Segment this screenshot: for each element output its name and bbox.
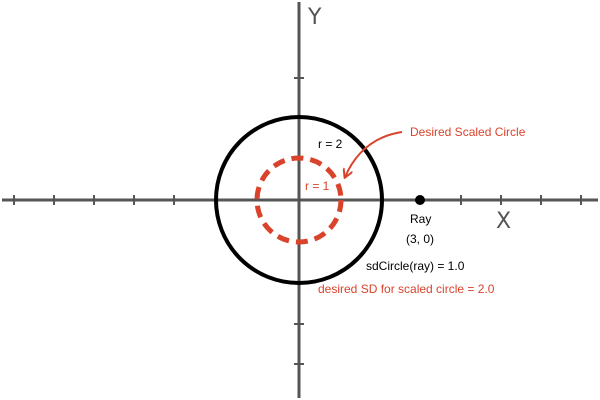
ray-coords: (3, 0) xyxy=(406,232,434,246)
y-axis-label: Y xyxy=(307,5,322,30)
desired-sd-label: desired SD for scaled circle = 2.0 xyxy=(318,282,495,296)
y-axis-ticks xyxy=(294,77,304,365)
desired-scaled-circle xyxy=(254,155,344,245)
ray-label: Ray xyxy=(410,212,431,226)
x-axis-ticks xyxy=(13,195,582,205)
outer-circle xyxy=(214,115,384,285)
pointer-arrow xyxy=(345,131,403,177)
ray-point xyxy=(415,195,425,205)
outer-radius-label: r = 2 xyxy=(318,137,343,151)
sd-result-label: sdCircle(ray) = 1.0 xyxy=(366,259,465,273)
inner-radius-label: r = 1 xyxy=(305,179,330,193)
desired-circle-label: Desired Scaled Circle xyxy=(410,125,526,139)
x-axis-label: X xyxy=(496,209,511,234)
